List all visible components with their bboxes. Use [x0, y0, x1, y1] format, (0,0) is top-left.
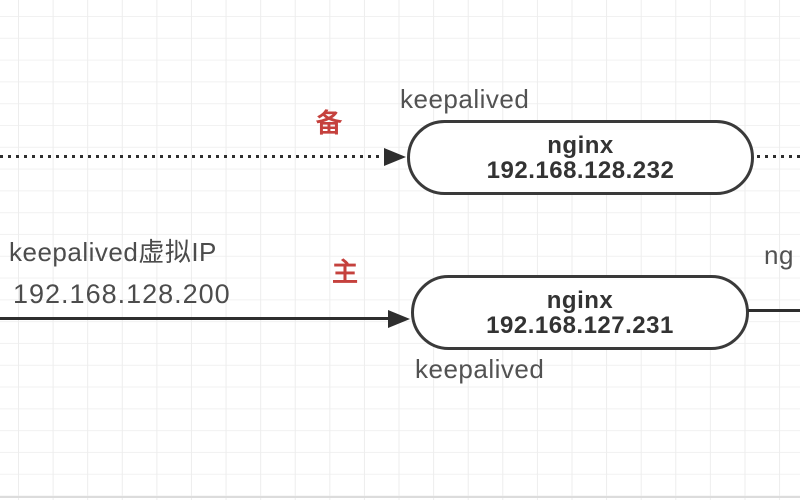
backup-dotted-connector-line-right [757, 155, 800, 158]
master-solid-connector-line [0, 317, 388, 320]
clipped-nginx-label: ng [764, 240, 794, 270]
keepalived-virtual-ip-address: 192.168.128.200 [13, 279, 231, 309]
master-connector-line-right [748, 309, 800, 312]
master-role-badge: 主 [332, 257, 359, 287]
nginx-backup-node: nginx 192.168.128.232 [407, 120, 754, 195]
nginx-backup-node-name: nginx [547, 131, 614, 159]
bottom-grid-line [0, 496, 800, 498]
nginx-master-node-name: nginx [546, 286, 614, 314]
backup-dotted-connector-line [0, 155, 384, 158]
keepalived-label-top: keepalived [400, 84, 530, 114]
nginx-master-node-ip: 192.168.127.231 [486, 311, 674, 339]
arrowhead-icon [384, 148, 406, 166]
backup-role-badge: 备 [316, 108, 343, 138]
nginx-master-node: nginx 192.168.127.231 [411, 275, 749, 350]
nginx-backup-node-ip: 192.168.128.232 [486, 156, 675, 184]
keepalived-label-bottom: keepalived [415, 354, 545, 384]
arrowhead-icon [388, 310, 410, 328]
keepalived-virtual-ip-title: keepalived虚拟IP [9, 237, 217, 267]
